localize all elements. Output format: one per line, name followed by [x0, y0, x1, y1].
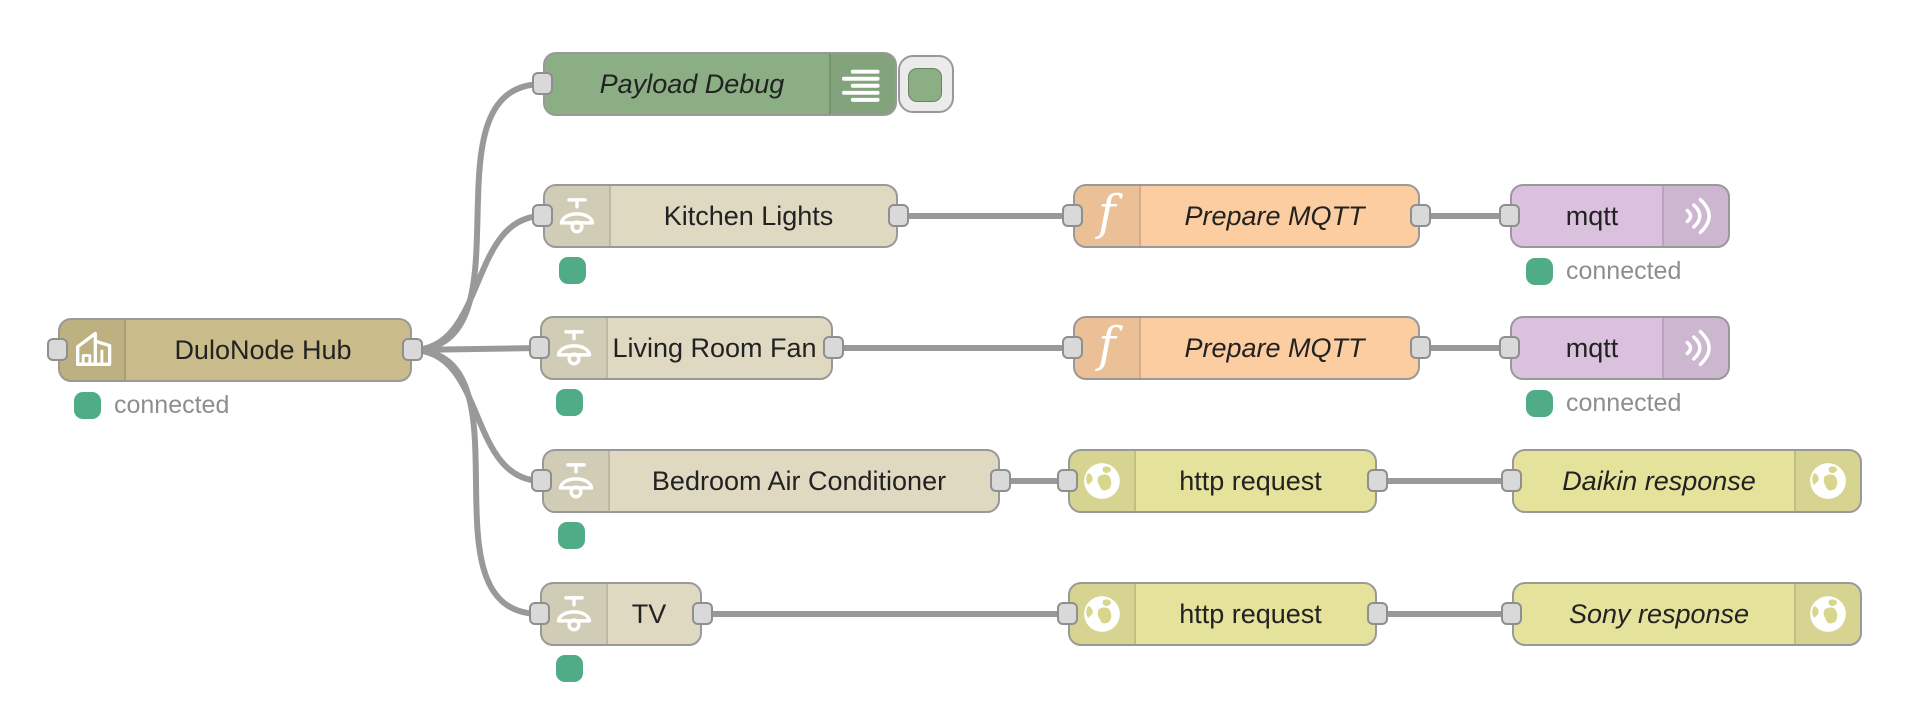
output-port-kitchen-lights[interactable] — [888, 204, 909, 227]
node-dulonode-hub[interactable]: DuloNode Hub — [58, 318, 412, 382]
status-dot — [556, 655, 583, 682]
status-tv — [556, 655, 583, 682]
status-kitchen-lights — [559, 257, 586, 284]
node-http-request-2[interactable]: http request — [1068, 582, 1377, 646]
status-text: connected — [114, 391, 230, 419]
input-port-dulonode-hub[interactable] — [47, 338, 68, 361]
output-port-tv[interactable] — [692, 602, 713, 625]
input-port-living-room-fan[interactable] — [529, 336, 550, 359]
status-dulonode-hub: connected — [74, 391, 229, 420]
status-text: connected — [1566, 389, 1682, 417]
input-port-sony-response[interactable] — [1501, 602, 1522, 625]
status-mqtt-2: connected — [1526, 389, 1681, 418]
status-dot — [558, 522, 585, 549]
function-icon: f — [1075, 318, 1141, 378]
node-label-daikin-response: Daikin response — [1562, 465, 1756, 496]
node-payload-debug[interactable]: Payload Debug — [543, 52, 897, 116]
node-label-kitchen-lights: Kitchen Lights — [663, 200, 834, 231]
node-label-living-room-fan: Living Room Fan — [612, 332, 817, 363]
wire-dulonode-hub-to-kitchen-lights[interactable] — [409, 213, 546, 353]
output-port-prepare-mqtt-1[interactable] — [1410, 204, 1431, 227]
node-label-bedroom-air-conditioner: Bedroom Air Conditioner — [651, 465, 947, 496]
lamp-icon — [542, 318, 608, 378]
input-port-tv[interactable] — [529, 602, 550, 625]
output-port-bedroom-air-conditioner[interactable] — [990, 469, 1011, 492]
globe-icon — [1070, 451, 1136, 511]
input-port-http-request-1[interactable] — [1057, 469, 1078, 492]
node-sony-response[interactable]: Sony response — [1512, 582, 1862, 646]
input-port-payload-debug[interactable] — [532, 72, 553, 95]
svg-text:f: f — [1095, 322, 1123, 373]
function-icon: f — [1075, 186, 1141, 246]
node-bedroom-air-conditioner[interactable]: Bedroom Air Conditioner — [542, 449, 1000, 513]
node-label-http-request-2: http request — [1179, 598, 1322, 629]
node-prepare-mqtt-2[interactable]: f Prepare MQTT — [1073, 316, 1420, 380]
status-dot — [559, 257, 586, 284]
wifi-icon — [1662, 186, 1728, 246]
node-label-prepare-mqtt-2: Prepare MQTT — [1184, 332, 1365, 363]
debug-enable-toggle-face[interactable] — [908, 68, 942, 102]
lamp-icon — [544, 451, 610, 511]
node-daikin-response[interactable]: Daikin response — [1512, 449, 1862, 513]
node-label-mqtt-1: mqtt — [1565, 200, 1619, 231]
status-dot — [556, 389, 583, 416]
node-label-http-request-1: http request — [1179, 465, 1322, 496]
node-prepare-mqtt-1[interactable]: f Prepare MQTT — [1073, 184, 1420, 248]
node-kitchen-lights[interactable]: Kitchen Lights — [543, 184, 898, 248]
node-http-request-1[interactable]: http request — [1068, 449, 1377, 513]
node-living-room-fan[interactable]: Living Room Fan — [540, 316, 833, 380]
input-port-mqtt-1[interactable] — [1499, 204, 1520, 227]
status-dot — [1526, 390, 1553, 417]
lamp-icon — [542, 584, 608, 644]
svg-text:f: f — [1095, 190, 1123, 241]
node-mqtt-2[interactable]: mqtt — [1510, 316, 1730, 380]
status-mqtt-1: connected — [1526, 257, 1681, 286]
node-label-sony-response: Sony response — [1568, 598, 1750, 629]
status-text: connected — [1566, 257, 1682, 285]
node-label-prepare-mqtt-1: Prepare MQTT — [1184, 200, 1365, 231]
status-living-room-fan — [556, 389, 583, 416]
input-port-daikin-response[interactable] — [1501, 469, 1522, 492]
input-port-kitchen-lights[interactable] — [532, 204, 553, 227]
status-dot — [1526, 258, 1553, 285]
lamp-icon — [545, 186, 611, 246]
output-port-dulonode-hub[interactable] — [402, 338, 423, 361]
wire-dulonode-hub-to-tv[interactable] — [409, 347, 543, 617]
input-port-mqtt-2[interactable] — [1499, 336, 1520, 359]
globe-icon — [1794, 451, 1860, 511]
input-port-http-request-2[interactable] — [1057, 602, 1078, 625]
input-port-bedroom-air-conditioner[interactable] — [531, 469, 552, 492]
node-label-tv: TV — [631, 598, 667, 629]
wire-dulonode-hub-to-living-room-fan[interactable] — [409, 345, 543, 353]
output-port-living-room-fan[interactable] — [823, 336, 844, 359]
house-icon — [60, 320, 126, 380]
debug-icon — [829, 54, 895, 114]
output-port-prepare-mqtt-2[interactable] — [1410, 336, 1431, 359]
globe-icon — [1794, 584, 1860, 644]
node-tv[interactable]: TV — [540, 582, 702, 646]
node-label-dulonode-hub: DuloNode Hub — [174, 334, 352, 365]
status-bedroom-air-conditioner — [558, 522, 585, 549]
wifi-icon — [1662, 318, 1728, 378]
node-label-payload-debug: Payload Debug — [599, 68, 785, 99]
output-port-http-request-2[interactable] — [1367, 602, 1388, 625]
input-port-prepare-mqtt-1[interactable] — [1062, 204, 1083, 227]
node-label-mqtt-2: mqtt — [1565, 332, 1619, 363]
status-dot — [74, 392, 101, 419]
node-mqtt-1[interactable]: mqtt — [1510, 184, 1730, 248]
globe-icon — [1070, 584, 1136, 644]
output-port-http-request-1[interactable] — [1367, 469, 1388, 492]
input-port-prepare-mqtt-2[interactable] — [1062, 336, 1083, 359]
